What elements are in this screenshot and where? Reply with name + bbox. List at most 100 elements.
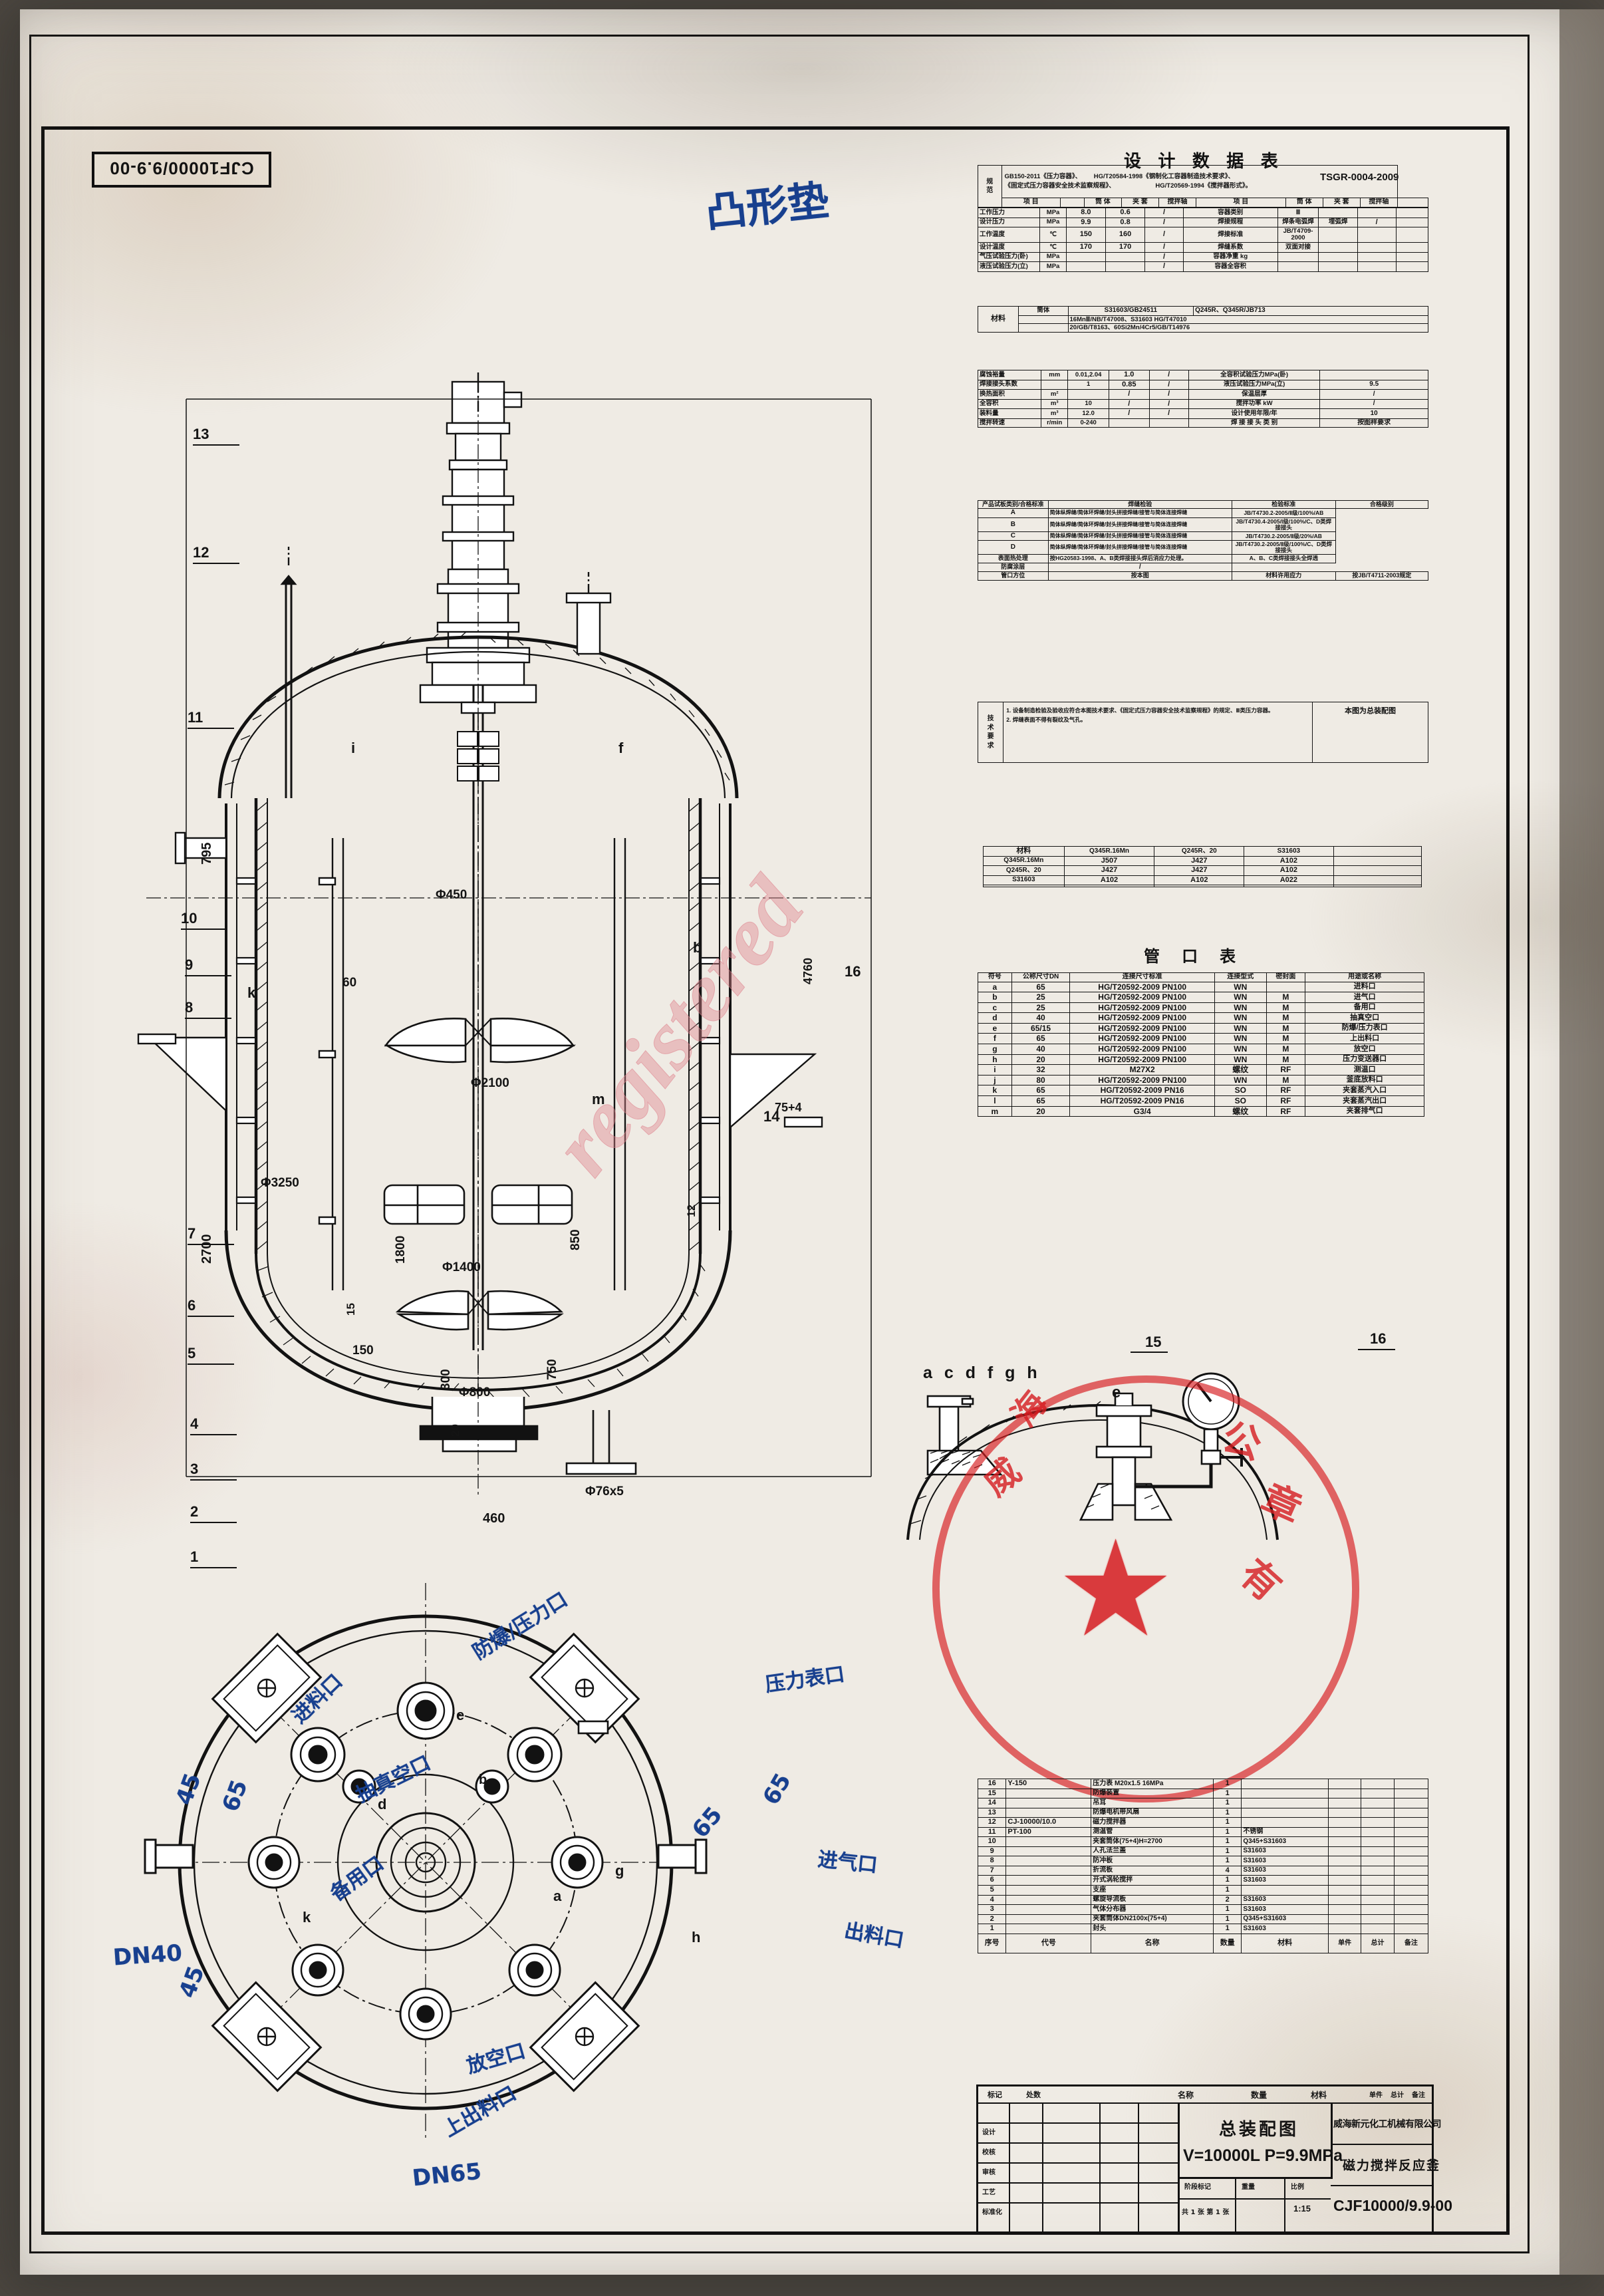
std-line-3: 《固定式压力容器安全技术监察规程》、 xyxy=(1004,182,1115,190)
table-cell: 4 xyxy=(977,1894,1007,1906)
table-cell xyxy=(1241,1779,1329,1789)
table-cell xyxy=(1005,1885,1092,1896)
table-cell: 65/15 xyxy=(1011,1022,1071,1034)
table-cell: 0.01,2.04 xyxy=(1067,370,1110,380)
plan-view xyxy=(140,1576,858,2175)
plan-mark-b: b xyxy=(479,1773,487,1787)
plan-mark-a: a xyxy=(553,1888,562,1904)
table-cell: 设计压力 xyxy=(977,217,1041,228)
table-cell: 10 xyxy=(1319,408,1428,419)
table-cell: 9.9 xyxy=(1065,217,1106,228)
table-cell: 釜底放料口 xyxy=(1305,1074,1424,1086)
table-cell: 液压试验压力MPa(立) xyxy=(1188,379,1321,390)
table-cell: e xyxy=(978,1022,1012,1034)
table-cell: 材料许用应力 xyxy=(1231,571,1336,581)
table-cell: Q245R、Q345R/JB713 xyxy=(1193,306,1428,316)
scan-edge-bottom xyxy=(0,2275,1604,2296)
table-cell: / xyxy=(1144,208,1184,218)
table-cell: S31603/GB24511 xyxy=(1067,306,1194,316)
table-cell: 0-240 xyxy=(1067,418,1110,428)
table-cell: 用途或名称 xyxy=(1305,972,1424,982)
table-cell: 封头 xyxy=(1091,1924,1214,1934)
table-cell: 搅拌转速 xyxy=(977,418,1042,428)
table-cell xyxy=(1393,1817,1429,1828)
table-cell: M xyxy=(1266,1033,1306,1045)
table-cell: M xyxy=(1266,992,1306,1003)
table-cell xyxy=(1067,389,1110,400)
table-cell: 13 xyxy=(977,1807,1007,1818)
table-cell: / xyxy=(1109,408,1150,419)
table-cell: / xyxy=(1047,562,1232,573)
table-cell xyxy=(1105,261,1146,272)
table-cell: CJ-10000/10.0 xyxy=(1005,1817,1092,1828)
product-name: 磁力搅拌反应釜 xyxy=(1343,2158,1441,2173)
dim-20: 20 xyxy=(449,1424,462,1437)
table-cell: HG/T20592-2009 PN100 xyxy=(1069,1022,1215,1034)
table-cell xyxy=(1277,261,1319,272)
table-cell: 夹套排气口 xyxy=(1305,1105,1424,1117)
table-cell: 埋弧焊 xyxy=(1318,217,1358,228)
table-cell: RF xyxy=(1266,1085,1306,1097)
table-cell: M xyxy=(1266,1012,1306,1024)
table-cell: M27X2 xyxy=(1069,1064,1215,1076)
table-cell: M xyxy=(1266,1022,1306,1034)
table-cell: 检验标准 xyxy=(1231,500,1336,509)
table-cell xyxy=(1393,1875,1429,1886)
table-cell: 设计温度 xyxy=(977,242,1041,253)
table-cell: 不锈钢 xyxy=(1241,1826,1329,1838)
table-cell: WN xyxy=(1214,1022,1267,1034)
dim-15: 15 xyxy=(344,1303,357,1316)
table-cell: S31603 xyxy=(1241,1856,1329,1866)
table-cell: 抽真空口 xyxy=(1305,1012,1424,1024)
table-cell xyxy=(1327,1856,1362,1866)
table-cell xyxy=(1005,1807,1092,1818)
table-cell: G3/4 xyxy=(1069,1105,1215,1117)
nozzle-mark-b: b xyxy=(693,939,702,956)
table-cell xyxy=(1327,1817,1362,1828)
table-cell xyxy=(1393,1894,1429,1906)
design-data-table: 规范 GB150-2011《压力容器》、 HG/T20584-1998《钢制化工… xyxy=(978,165,1429,208)
table-cell xyxy=(1361,1856,1395,1866)
table-cell: 65 xyxy=(1011,1033,1071,1045)
table-cell xyxy=(1327,1875,1362,1886)
table-cell: m³ xyxy=(1041,398,1069,410)
table-cell: 吊耳 xyxy=(1091,1798,1214,1808)
table-cell xyxy=(1357,261,1397,272)
table-cell xyxy=(1361,1885,1395,1896)
table-cell: 3 xyxy=(977,1904,1007,1915)
dim-300: 300 xyxy=(439,1369,453,1390)
table-cell xyxy=(1357,227,1397,243)
table-cell: 7 xyxy=(977,1865,1007,1876)
drawing-name: 总装配图 xyxy=(1219,2120,1299,2140)
table-cell: 备注 xyxy=(1393,1933,1429,1953)
table-cell xyxy=(1041,379,1069,390)
table-cell: J507 xyxy=(1063,855,1155,867)
table-cell xyxy=(1361,1788,1395,1799)
table-cell: D xyxy=(978,540,1049,555)
table-cell: r/min xyxy=(1041,418,1069,428)
table-cell xyxy=(1065,251,1106,263)
table-cell: c xyxy=(978,1002,1012,1014)
nozzle-orientation-row: 管口方位按本图材料许用应力按JB/T4711-2003规定 xyxy=(978,571,1429,581)
table-cell: 1 xyxy=(1213,1856,1242,1866)
table-cell xyxy=(1393,1788,1429,1799)
table-cell: 14 xyxy=(977,1798,1007,1808)
detail-label-right: e xyxy=(1112,1383,1121,1401)
table-cell xyxy=(1395,208,1428,218)
table-cell xyxy=(1241,1885,1329,1896)
table-cell: a xyxy=(978,981,1012,993)
table-cell: HG/T20592-2009 PN100 xyxy=(1069,1012,1215,1024)
